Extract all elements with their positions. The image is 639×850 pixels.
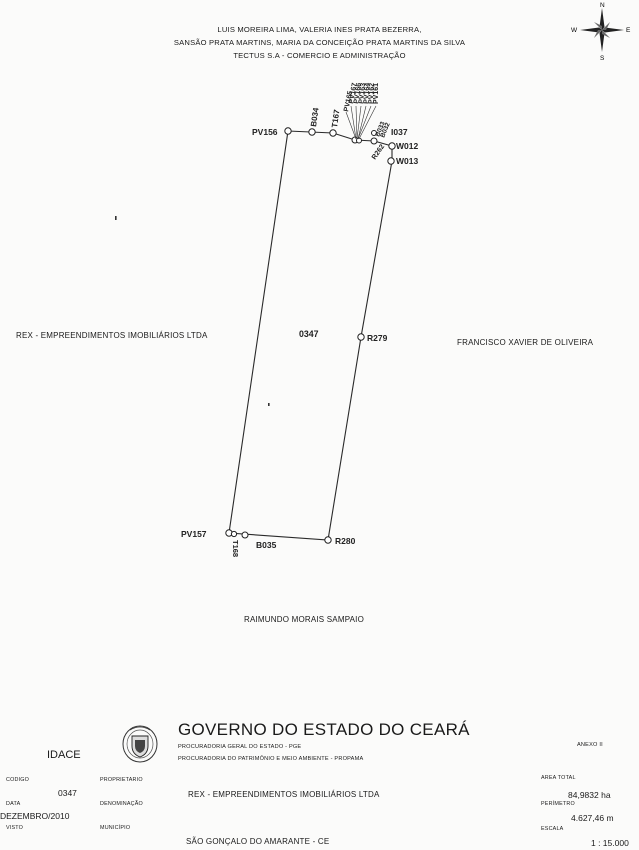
neighbor-west: REX - EMPREENDIMENTOS IMOBILIÁRIOS LTDA <box>16 331 208 340</box>
data-value: DEZEMBRO/2010 <box>0 811 70 821</box>
area-value: 84,9832 ha <box>568 790 611 800</box>
escala-label: ESCALA <box>541 826 564 832</box>
vertex-marker-b035 <box>241 531 249 539</box>
denominacao-label: DENOMINAÇÃO <box>100 801 143 807</box>
compass-south-label: S <box>600 55 605 62</box>
scan-speck <box>268 403 270 406</box>
vertex-marker-w013 <box>387 157 395 165</box>
vertex-marker-t167 <box>329 129 337 137</box>
compass-east-label: E <box>626 27 631 34</box>
vertex-label-pv163: PV163 <box>358 82 367 104</box>
agency-acronym: IDACE <box>47 749 81 761</box>
neighbor-north-line-3: TECTUS S.A - COMERCIO E ADMINISTRAÇÃO <box>233 51 406 60</box>
proprietario-value: REX - EMPREENDIMENTOS IMOBILIÁRIOS LTDA <box>188 790 380 799</box>
vertex-label-pv164: PV164 <box>363 83 371 105</box>
vertex-marker-pv156 <box>284 127 292 135</box>
state-coat-of-arms-icon <box>122 725 158 763</box>
agency-line-1: PROCURADORIA GERAL DO ESTADO - PGE <box>178 744 302 750</box>
vertex-label-t167: T167 <box>330 108 342 128</box>
perimetro-value: 4.627,46 m <box>571 813 614 823</box>
neighbor-east: FRANCISCO XAVIER DE OLIVEIRA <box>457 338 594 347</box>
government-title: GOVERNO DO ESTADO DO CEARÁ <box>178 720 470 739</box>
agency-line-2: PROCURADORIA DO PATRIMÔNIO E MEIO AMBIEN… <box>178 756 364 762</box>
vertex-label-pv165: PV165 <box>343 90 354 112</box>
municipio-label: MUNICÍPIO <box>100 825 131 831</box>
vertex-label-r262: R262 <box>371 143 386 161</box>
parcel-map: PV156 I037 W012 W013 R279 R280 PV157 B03… <box>115 82 418 557</box>
scan-speck <box>115 216 117 220</box>
vertex-label-r279: R279 <box>367 333 388 343</box>
proprietario-label: PROPRIETARIO <box>100 777 143 783</box>
vertex-marker-w012 <box>388 142 396 150</box>
vertex-label-pv157: PV157 <box>181 529 207 539</box>
vertex-label-w013: W013 <box>396 156 418 166</box>
vertex-label-pv166: PV166 <box>353 82 363 104</box>
parcel-id-label: 0347 <box>299 329 319 339</box>
vertex-marker-i037 <box>371 130 377 136</box>
parcel-boundary <box>228 130 393 541</box>
vertex-marker-t168 <box>230 530 238 538</box>
escala-value: 1 : 15.000 <box>591 838 629 848</box>
vertex-marker-b034 <box>308 128 316 136</box>
perimetro-label: PERÍMETRO <box>541 801 575 807</box>
compass-rose-icon: N S E W <box>571 2 631 62</box>
vertex-marker-r280 <box>324 536 332 544</box>
neighbor-south: RAIMUNDO MORAIS SAMPAIO <box>244 615 365 624</box>
neighbor-north-line-2: SANSÃO PRATA MARTINS, MARIA DA CONCEIÇÃO… <box>173 38 466 47</box>
neighbor-north-line-1: LUIS MOREIRA LIMA, VALERIA INES PRATA BE… <box>217 25 422 34</box>
vertex-label-pv162: PV162 <box>368 83 376 104</box>
data-label: DATA <box>6 801 21 807</box>
vertex-label-t168: T168 <box>231 540 240 557</box>
vertex-label-pv161: PV161 <box>373 83 380 104</box>
vertex-marker-r279 <box>357 333 365 341</box>
vertex-marker-b033 <box>370 137 378 145</box>
codigo-value: 0347 <box>58 788 77 798</box>
visto-label: VISTO <box>6 825 24 831</box>
vertex-label-i037: I037 <box>391 127 408 137</box>
vertex-label-pv167: PV167 <box>348 82 359 104</box>
vertex-label-b034: B034 <box>309 107 321 128</box>
vertex-label-r280: R280 <box>335 536 356 546</box>
compass-north-label: N <box>600 2 605 9</box>
vertex-label-b035: B035 <box>256 540 277 550</box>
municipio-value: SÃO GONÇALO DO AMARANTE - CE <box>186 837 330 846</box>
compass-west-label: W <box>571 27 578 34</box>
codigo-label: CODIGO <box>6 777 30 783</box>
vertex-marker-pv-cluster <box>356 137 362 144</box>
annex-label: ANEXO II <box>577 742 603 748</box>
area-label: AREA TOTAL <box>541 775 576 781</box>
vertex-label-pv156: PV156 <box>252 127 278 137</box>
vertex-label-w012: W012 <box>396 141 418 151</box>
